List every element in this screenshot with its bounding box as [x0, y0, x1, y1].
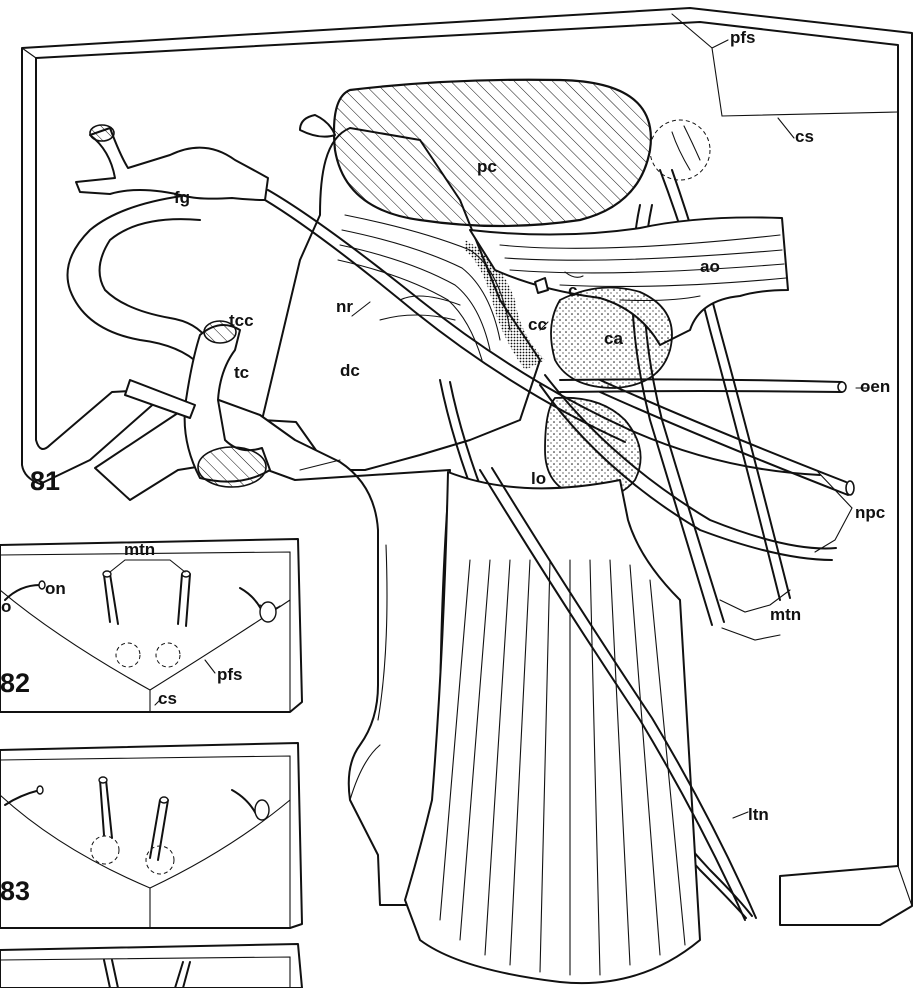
fig82-panel: [0, 539, 302, 712]
muscle-lo: [405, 472, 700, 983]
figure-number-83: 83: [0, 876, 30, 906]
label-pc: pc: [477, 157, 497, 176]
label-ao: ao: [700, 257, 720, 276]
figure-number-81: 81: [30, 466, 60, 496]
fig82-label-on: on: [45, 579, 66, 598]
label-oen: oen: [860, 377, 890, 396]
label-cs: cs: [795, 127, 814, 146]
label-pfs: pfs: [730, 28, 756, 47]
fig83-panel: [0, 743, 302, 928]
fig82-label-mtn: mtn: [124, 540, 155, 559]
pfs-dashed-circle: [650, 120, 710, 180]
label-lo: lo: [531, 469, 546, 488]
lower-gland: [545, 398, 641, 498]
label-c: c: [568, 281, 577, 300]
fig82-label-cs: cs: [158, 689, 177, 708]
label-fg: fg: [174, 188, 190, 207]
label-ca: ca: [604, 329, 623, 348]
label-cc: cc: [528, 315, 547, 334]
label-tc: tc: [234, 363, 249, 382]
fig82-label-pfs: pfs: [217, 665, 243, 684]
cut-nerve-end: [90, 125, 114, 141]
fig82-label-o: o: [1, 597, 11, 616]
tc-cut-end: [198, 447, 266, 487]
label-npc: npc: [855, 503, 885, 522]
label-tcc: tcc: [229, 311, 254, 330]
frontal-ganglion: [68, 125, 269, 382]
figure-number-82: 82: [0, 668, 30, 698]
label-mtn: mtn: [770, 605, 801, 624]
label-nr: nr: [336, 297, 353, 316]
label-dc: dc: [340, 361, 360, 380]
label-ltn: ltn: [748, 805, 769, 824]
fig84-partial-panel: [0, 944, 302, 988]
